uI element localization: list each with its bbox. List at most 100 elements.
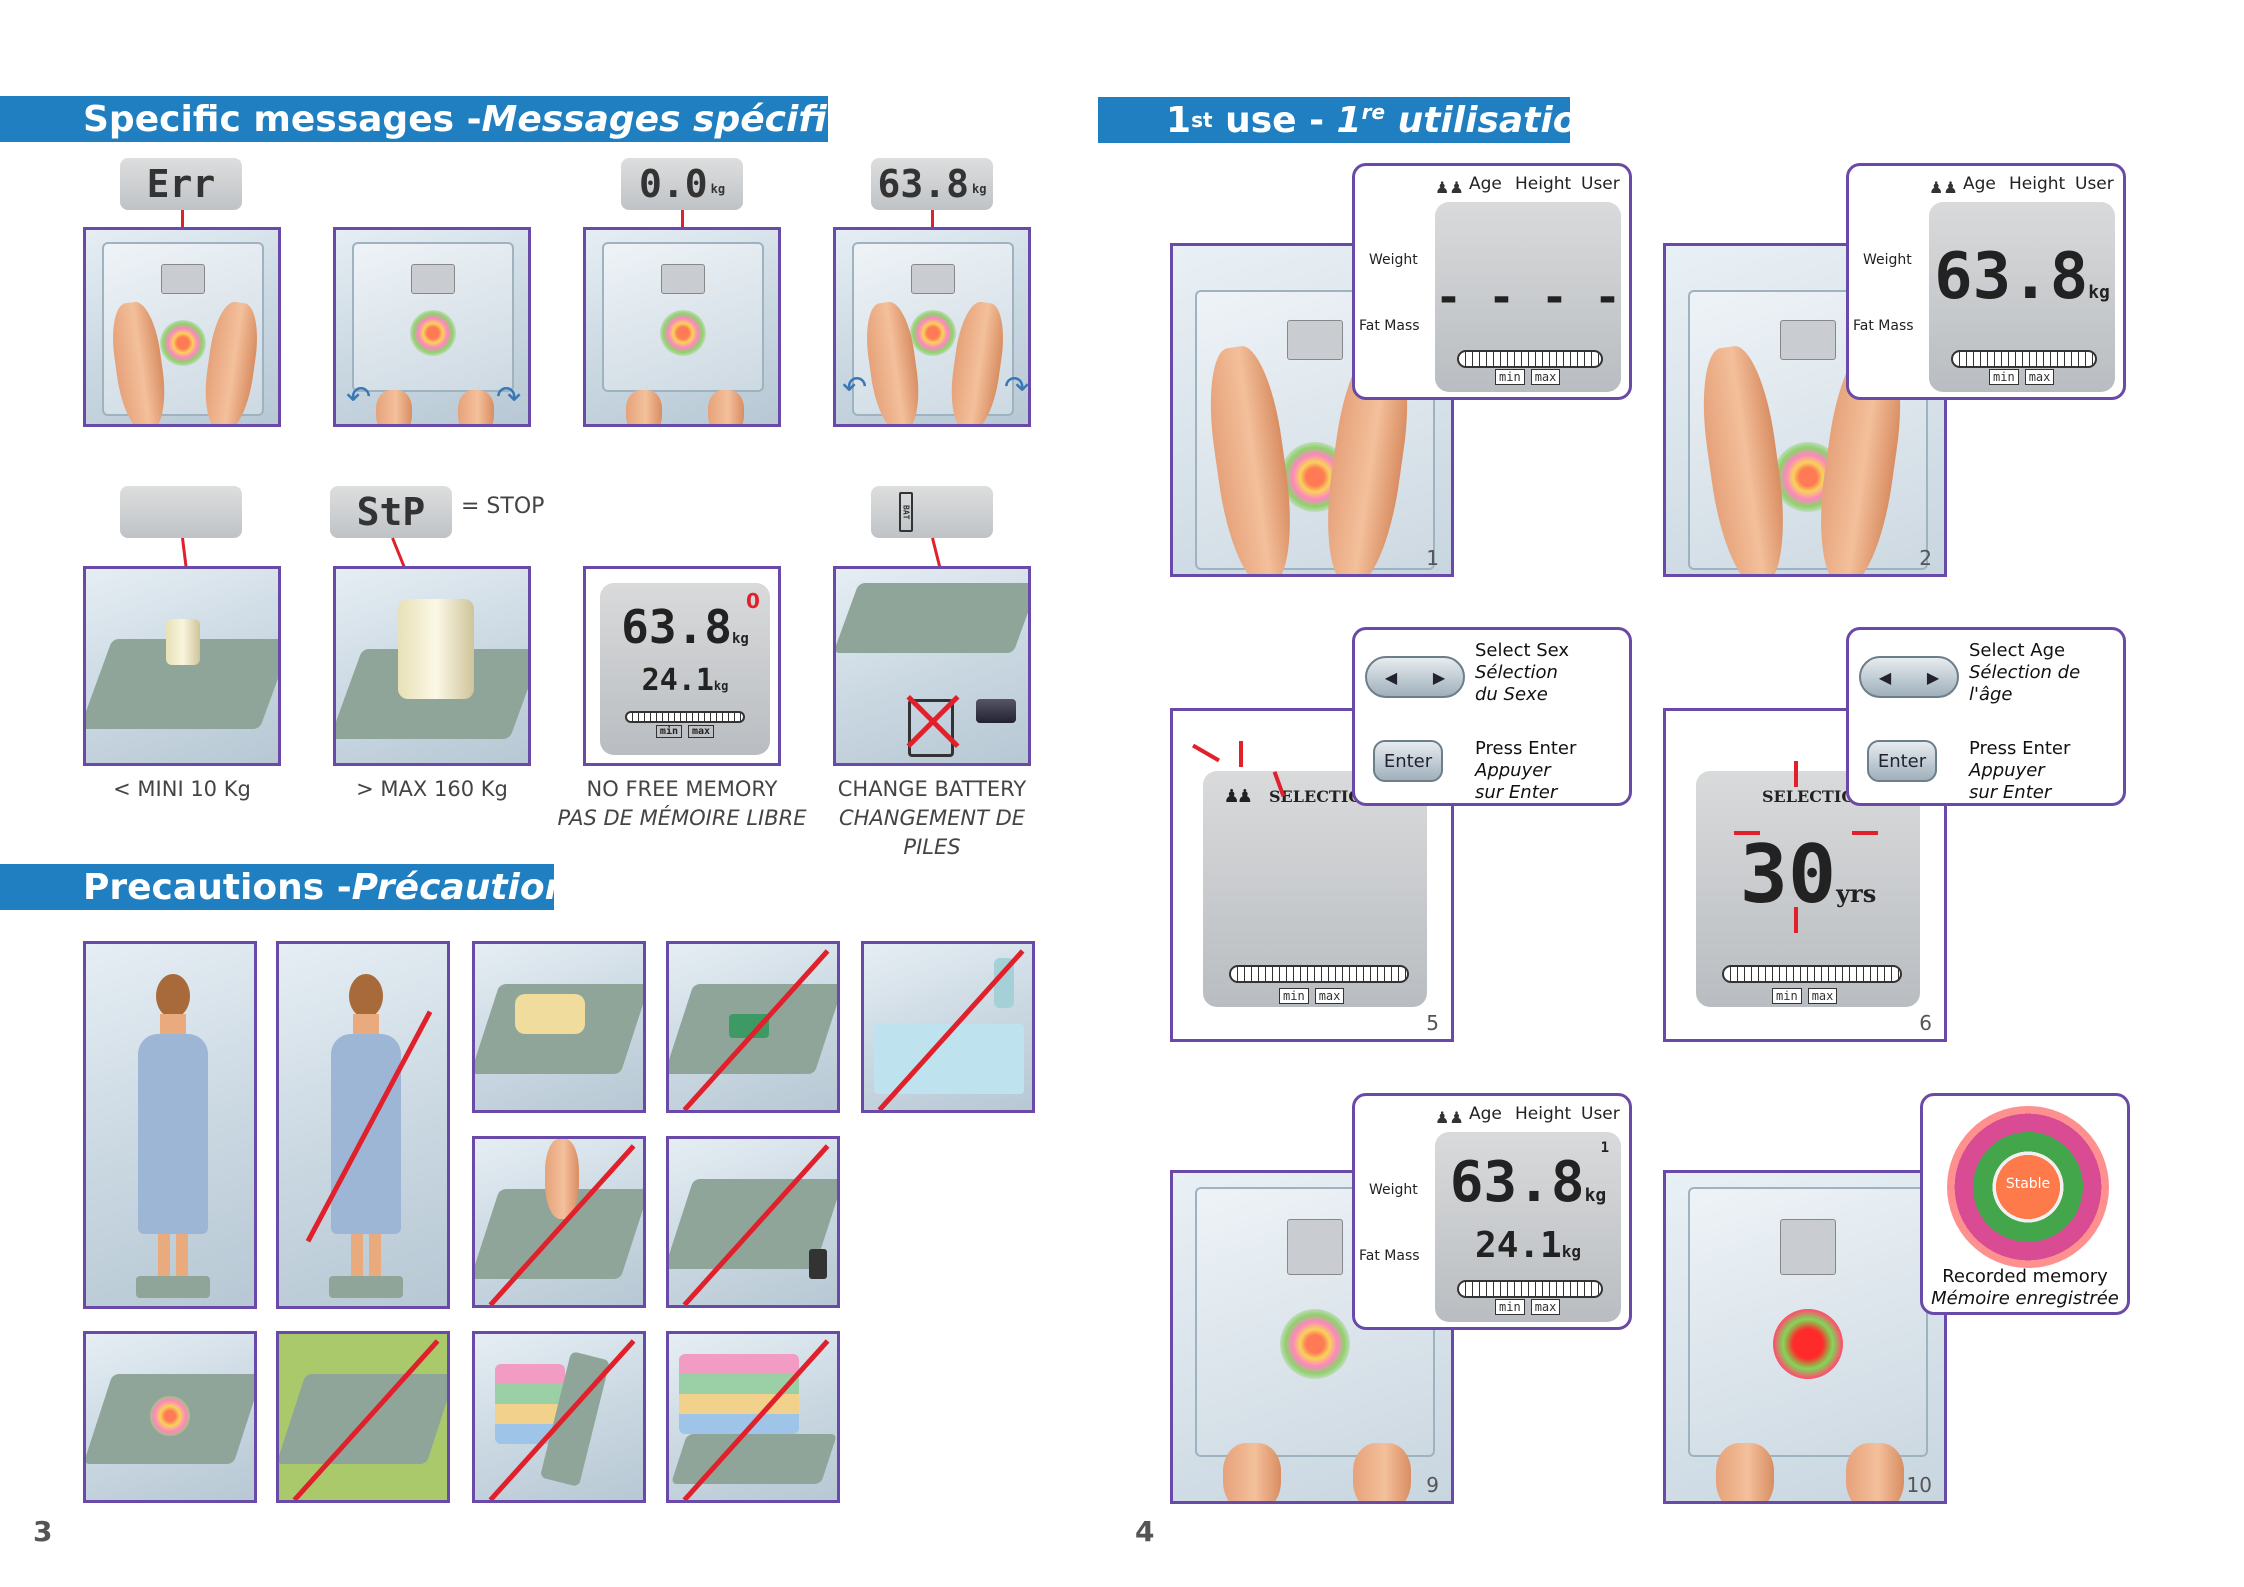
specific-messages-banner: Specific messages - Messages spécifiques [0,96,924,142]
small-weight-icon [166,619,200,665]
bottle-icon [994,958,1014,1008]
panel-zero [583,227,781,427]
lcd-err: Err [120,158,242,210]
battery-pack-icon [976,699,1016,723]
right-arrow-icon: ▶ [1432,667,1446,687]
big-weight-icon [398,599,474,699]
flash-rays [1239,741,1243,767]
stable-ring-icon: Stable [1947,1106,2109,1268]
flash-rays [1794,761,1798,787]
label-weight: Weight [1369,252,1418,268]
precaution-dry-cloth [472,941,646,1113]
rotate-arrow-icon: ↶ [346,380,372,415]
banner-text-en: Specific messages - [83,98,482,140]
flash-rays [1852,831,1878,835]
person-illustration [331,974,401,1304]
scale-illustration [352,242,514,392]
lcd-stp: StP [330,486,452,538]
rotate-arrow-icon: ↷ [496,380,522,415]
selection-label: SELECTION [1269,787,1377,806]
user-icon: ♟♟ [1929,178,1958,197]
right-arrow-icon: ▶ [1926,667,1940,687]
precaution-no-moving [276,941,450,1309]
precaution-no-water [861,941,1035,1113]
flash-rays [1734,831,1760,835]
user-number: 1 [1600,1140,1609,1156]
lcd-blank [120,486,242,538]
left-arrow-icon: ◀ [1878,667,1892,687]
label-weight: Weight [1863,252,1912,268]
user-icon: ♟♟ [1225,783,1252,808]
rotate-arrow-icon: ↶ [842,370,868,405]
panel-weigh: ↶ ↷ [833,227,1031,427]
scale-platform [836,583,1028,653]
age-readout: 30 [1739,827,1837,921]
panel-change-battery [833,566,1031,766]
header-height: Height [1515,174,1572,194]
header-age: Age [1469,1104,1502,1124]
scale-illustration [1688,1187,1928,1457]
progress-bar [1457,350,1603,368]
precautions-banner: Precautions - Précautions [0,864,592,910]
precaution-no-objects-on-top [666,1331,840,1503]
panel-err [83,227,281,427]
foot [458,390,494,424]
user-icon: ♟♟ [1435,178,1464,197]
banner-text-fr: Messages spécifiques [481,98,924,140]
enter-button[interactable]: Enter [1867,740,1937,782]
label-weight: Weight [1369,1182,1418,1198]
step-number: 2 [1919,546,1932,570]
fat-readout: 24.1 [1475,1224,1562,1266]
phone-icon [809,1249,827,1279]
precaution-flat-floor [83,1331,257,1503]
step-number: 10 [1906,1473,1932,1497]
foot [376,390,412,424]
memory-lcd: 63.8kg 24.1kg min max [600,583,770,755]
progress-bar [1229,965,1409,983]
left-arrow-icon: ◀ [1384,667,1398,687]
precaution-no-sponge [666,941,840,1113]
scale-platform [329,1276,403,1298]
label-fat-mass: Fat Mass [1359,318,1420,334]
foot [1353,1443,1411,1501]
header-height: Height [1515,1104,1572,1124]
scale-platform [670,1434,837,1484]
left-right-button[interactable]: ◀▶ [1859,656,1959,698]
lcd-battery: BAT [871,486,993,538]
left-right-button[interactable]: ◀▶ [1365,656,1465,698]
page-number-left: 3 [33,1515,53,1548]
selection-label: SELECTION [1762,787,1870,806]
scale-platform [136,1276,210,1298]
foot [1716,1443,1774,1501]
header-user: User [1581,1104,1620,1124]
person-illustration [138,974,208,1304]
foot [1223,1443,1281,1501]
precaution-stand-still [83,941,257,1309]
header-age: Age [1963,174,1996,194]
foot [1846,1443,1904,1501]
panel-max-weight [333,566,531,766]
cloth-icon [515,994,585,1034]
panel-no-memory: 63.8kg 24.1kg min max 0 [583,566,781,766]
panel-mini-weight [83,566,281,766]
enter-button[interactable]: Enter [1373,740,1443,782]
dashes-readout: - - - - [1435,271,1621,323]
progress-bar [1457,1280,1603,1298]
progress-bar [1951,350,2097,368]
scale-ring [150,1396,190,1436]
page-number-right: 4 [1135,1515,1155,1548]
header-height: Height [2009,174,2066,194]
header-age: Age [1469,174,1502,194]
